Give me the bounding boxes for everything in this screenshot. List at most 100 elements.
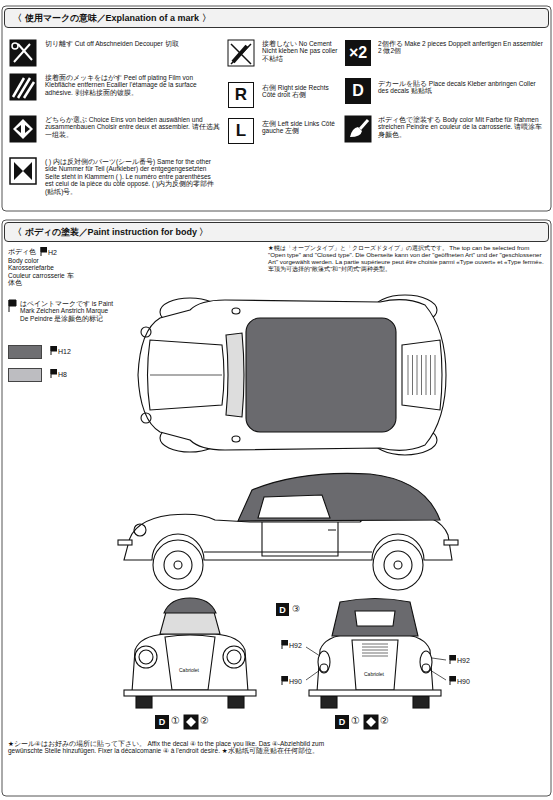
mark-text: 左側 Left side Links Côté gauche 左侧 — [262, 120, 335, 134]
callout-number: ① — [171, 715, 180, 727]
mark-box: L — [228, 118, 254, 144]
node-text: 〈 ボディの塗装／Paint instruction for body 〉 — [13, 226, 209, 239]
mark-box: ×2 — [345, 40, 371, 66]
legend-text: H12 — [58, 348, 71, 355]
legend-text: H8 — [58, 371, 67, 378]
body-color-icon — [345, 116, 371, 142]
callout-number: ② — [200, 715, 209, 726]
paint-mark-note: はペイントマークです is Paint Mark Zeichen Anstric… — [20, 300, 115, 322]
legend-swatch — [8, 345, 42, 359]
node-text: R — [235, 85, 247, 105]
paint-flag — [50, 346, 57, 355]
note: ★幌は「オープンタイプ」と「クローズドタイプ」の選択式です。 The top c… — [268, 244, 544, 272]
note: ★シール④はお好みの場所に貼って下さい。 Affix the decal ④ t… — [8, 740, 324, 754]
mark-text: ( ) 内は反対側のパーツ(シール番号) Same for the other … — [45, 158, 214, 195]
badge-text: Cabriolet — [364, 671, 384, 677]
decal-mark: D — [155, 715, 169, 729]
decal-mark: D — [276, 603, 289, 616]
paint-code: H2 — [48, 249, 57, 256]
body-color-text: Body color Karosseriefarbe Couleur carro… — [8, 257, 74, 286]
choice-icon — [10, 116, 36, 142]
callout-number: ② — [200, 715, 209, 727]
body-color-title: ボディ色 — [8, 248, 36, 255]
paint-code: H92 — [281, 640, 302, 650]
paint-mark-note: はペイントマークです is Paint Mark Zeichen Anstric… — [20, 300, 113, 322]
section-header: 〈 ボディの塗装／Paint instruction for body 〉 — [4, 222, 549, 242]
badge-text: Cabriolet — [363, 672, 385, 678]
paint-flag — [50, 369, 57, 378]
callout-number: ① — [351, 715, 360, 727]
choice-icon — [184, 715, 198, 729]
node-text: 〈 使用マークの意味／Explanation of a mark 〉 — [13, 12, 211, 25]
mark-text: どちらか選ぶ Choice Eins von beiden auswählen … — [45, 116, 220, 138]
paint-flag — [281, 640, 288, 649]
mark-text: 左側 Left side Links Côté gauche 左侧 — [262, 120, 340, 135]
mark-box: D — [345, 78, 371, 104]
paint-code: H2 — [40, 247, 57, 257]
legend-swatch — [8, 368, 42, 382]
node-text: D — [279, 605, 286, 615]
section-frame — [2, 6, 551, 211]
mark-text: ( ) 内は反対側のパーツ(シール番号) Same for the other … — [45, 158, 220, 195]
body-color-text: Body color Karosseriefarbe Couleur carro… — [8, 257, 78, 287]
node-text: D — [352, 82, 364, 100]
mark-text: 2個作る Make 2 pieces Doppelt anfertigen En… — [378, 40, 543, 55]
paint-flag — [281, 676, 288, 685]
paint-code: H90 — [281, 676, 302, 686]
mark-text: 右側 Right side Rechts Côté droit 右侧 — [262, 84, 329, 98]
paint-flag — [449, 676, 456, 685]
paint-code: H92 — [457, 657, 470, 664]
mark-text: 接着面のメッキをはがす Peel off plating Film von Kl… — [45, 74, 220, 96]
badge-text: Cabriolet — [178, 668, 200, 674]
section-frame — [2, 220, 551, 796]
paint-flag — [9, 300, 16, 312]
car-front-view — [124, 598, 256, 708]
paint-code: H90 — [449, 676, 470, 686]
node-text: ×2 — [349, 44, 367, 62]
badge-text: Cabriolet — [179, 667, 199, 673]
mark-text: 右側 Right side Rechts Côté droit 右侧 — [262, 84, 340, 99]
paint-flag — [40, 247, 47, 256]
mark-text: 接着しない No Cement Nicht kleben Ne pas coll… — [262, 40, 338, 62]
plating-icon — [10, 74, 36, 100]
legend-entry: H12 — [50, 346, 71, 356]
paint-code: H92 — [289, 642, 302, 649]
mark-text: ボディ色で塗装する Body color Mit Farbe für Rahme… — [378, 116, 543, 138]
mark-text: デカールを貼る Place decals Kleber anbringen Co… — [378, 80, 543, 95]
node-text: L — [236, 121, 246, 141]
bowtie-icon — [10, 158, 36, 184]
callout-number: ① — [351, 715, 360, 726]
mark-text: ボディ色で塗装する Body color Mit Farbe für Rahme… — [378, 116, 542, 138]
note: ★シール④はお好みの場所に貼って下さい。 Affix the decal ④ t… — [8, 740, 328, 755]
callout-number: ② — [380, 715, 389, 727]
decal-mark: D — [335, 715, 349, 729]
node-text: D — [339, 717, 346, 727]
mark-text: 接着しない No Cement Nicht kleben Ne pas coll… — [262, 40, 340, 62]
paint-code: H92 — [449, 655, 470, 665]
choice-icon — [364, 715, 378, 729]
mark-text: どちらか選ぶ Choice Eins von beiden auswählen … — [45, 116, 220, 138]
mark-text: デカールを貼る Place decals Kleber anbringen Co… — [378, 80, 536, 94]
car-side-view — [118, 473, 458, 590]
note: ★幌は「オープンタイプ」と「クローズドタイプ」の選択式です。 The top c… — [268, 244, 546, 273]
callout-number: ② — [380, 715, 389, 726]
car-rear-view — [306, 599, 446, 709]
paint-code: H90 — [457, 678, 470, 685]
mark-text: 接着面のメッキをはがす Peel off plating Film von Kl… — [45, 74, 197, 96]
body-color-title: ボディ色 — [8, 248, 36, 255]
callout-number: ① — [171, 715, 180, 726]
mark-text: 切り離す Cut off Abschneiden Decouper 切取 — [45, 40, 179, 47]
mark-text: 切り離す Cut off Abschneiden Decouper 切取 — [45, 40, 220, 47]
paint-flag — [449, 655, 456, 664]
cut-icon — [10, 40, 36, 66]
car-top-view — [138, 295, 446, 455]
mark-text: 2個作る Make 2 pieces Doppelt anfertigen En… — [378, 40, 543, 54]
paint-code: H90 — [289, 678, 302, 685]
mark-box: R — [228, 82, 254, 108]
callout-number: ③ — [292, 604, 300, 614]
legend-entry: H8 — [50, 369, 67, 379]
no-cement-icon — [228, 40, 254, 66]
section-header: 〈 使用マークの意味／Explanation of a mark 〉 — [4, 8, 549, 28]
node-text: D — [159, 717, 166, 727]
callout-number: ③ — [292, 604, 300, 614]
